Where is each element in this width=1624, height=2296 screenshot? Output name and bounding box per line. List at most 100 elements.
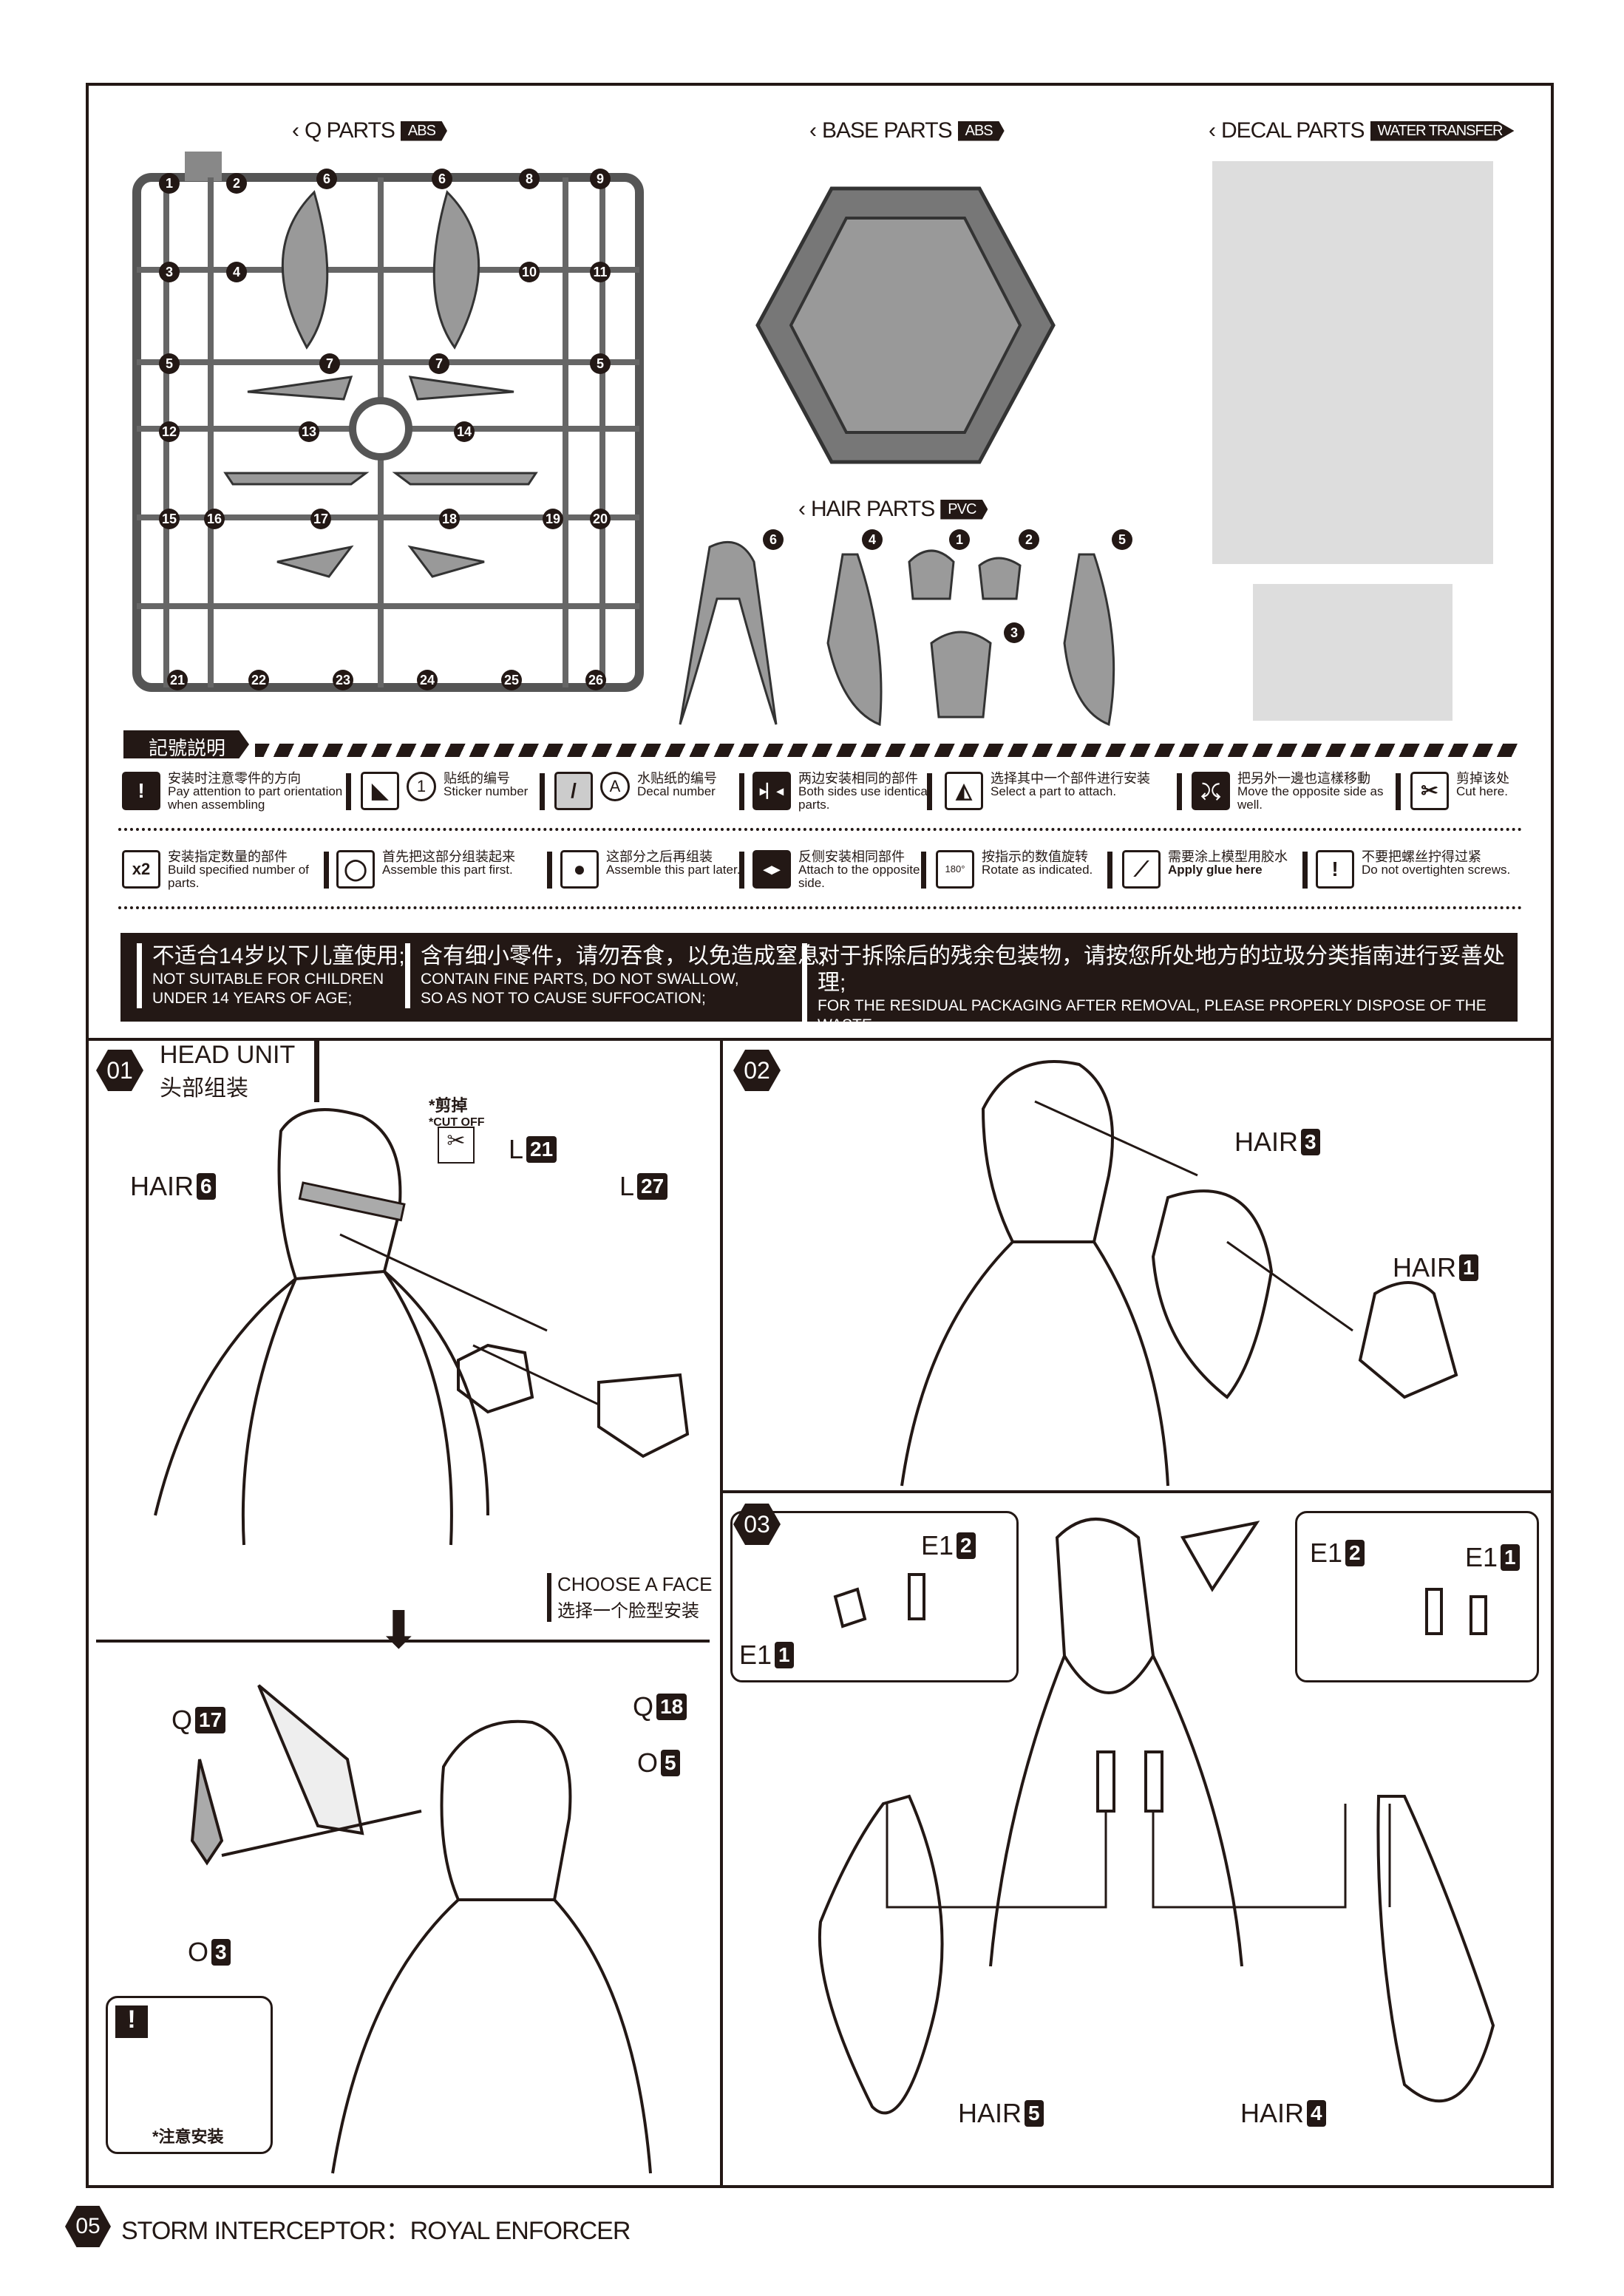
label-number: 3	[211, 1939, 231, 1966]
orientation-note-box: ! *注意安装	[106, 1996, 273, 2154]
legend-zh: 首先把这部分组装起来	[382, 849, 515, 864]
label-prefix: HAIR	[958, 2098, 1022, 2128]
label-number: 18	[656, 1694, 687, 1720]
warning-en: SO AS NOT TO CAUSE SUFFOCATION;	[421, 990, 706, 1007]
sprue-number: 18	[439, 509, 460, 529]
face-ears-illustration	[190, 1684, 652, 2174]
legend-en: Assemble this part first.	[382, 863, 513, 877]
sprue-number: 20	[590, 509, 611, 529]
sprue-number: 7	[319, 353, 340, 374]
label-number: 21	[526, 1136, 557, 1163]
label-prefix: Q	[171, 1705, 193, 1735]
label-number: 27	[637, 1173, 668, 1200]
sprue-number: 4	[226, 262, 247, 282]
label-number: 2	[1345, 1540, 1365, 1566]
sprue-number: 24	[417, 670, 438, 690]
divider	[1302, 852, 1308, 889]
glue-icon: ⟋	[1122, 850, 1161, 889]
select-part-icon: ◭	[945, 772, 983, 810]
divider	[720, 1038, 723, 2188]
warning-en: NOT SUITABLE FOR CHILDREN	[152, 971, 384, 988]
move-opposite-icon: ⤸⤹	[1192, 772, 1230, 810]
right-joint-detail-box	[1295, 1511, 1539, 1682]
step-title-en: HEAD UNIT	[160, 1041, 296, 1069]
legend-zh: 剪掉该处	[1456, 771, 1509, 786]
decal-parts-material: WATER TRANSFER	[1370, 120, 1515, 141]
hair-part-number: 5	[1112, 529, 1132, 550]
assemble-later-icon: ●	[560, 850, 599, 889]
legend-en: Decal number	[637, 784, 716, 798]
cut-off-note: *剪掉*CUT OFF	[429, 1093, 485, 1130]
hair-parts-title: HAIR PARTS	[811, 497, 935, 521]
divider	[547, 852, 552, 889]
legend-zh: 按指示的数值旋转	[982, 849, 1088, 864]
decal-sheet-large	[1212, 161, 1493, 564]
choose-en: CHOOSE A FACE	[557, 1573, 713, 1595]
rotate-icon: 180°	[936, 850, 974, 889]
hair-part-number: 4	[862, 529, 883, 550]
label-prefix: E1	[1310, 1538, 1343, 1568]
sprue-number: 25	[501, 670, 522, 690]
left-joint-detail-box	[730, 1511, 1019, 1682]
sprue-number: 15	[159, 509, 180, 529]
sprue-number: 21	[167, 670, 188, 690]
warning-swallow: 含有细小零件，请勿吞食，以免造成窒息;CONTAIN FINE PARTS, D…	[405, 943, 826, 1008]
dotted-divider	[118, 828, 1523, 831]
sprue-number: 8	[519, 169, 540, 189]
hair-parts-illustration	[679, 540, 1115, 727]
twin-tail-assembly-illustration	[818, 1518, 1495, 2115]
sprue-number: 16	[204, 509, 225, 529]
divider	[324, 852, 329, 889]
divider	[96, 1640, 710, 1643]
orientation-note-text: *注意安装	[152, 2127, 224, 2146]
warning-en: UNDER 14 YEARS OF AGE;	[152, 990, 353, 1007]
page-frame	[86, 83, 1554, 2188]
legend-zh: 贴纸的编号	[444, 771, 510, 786]
cut-icon: ✂	[1410, 772, 1449, 810]
step-number: 01	[96, 1050, 143, 1091]
down-arrow-icon: ⬇	[377, 1601, 421, 1659]
hair-bangs-illustration	[900, 1060, 1458, 1487]
divider	[921, 852, 926, 889]
legend-en: Both sides use identical parts.	[798, 784, 931, 812]
base-parts-material: ABS	[957, 120, 1005, 141]
legend-zh: 安装指定数量的部件	[168, 849, 288, 864]
opposite-side-icon: ◂▸	[752, 850, 791, 889]
label-number: 4	[1307, 2100, 1326, 2127]
sprue-number: 5	[590, 353, 611, 374]
warning-en: FOR THE RESIDUAL PACKAGING AFTER REMOVAL…	[818, 997, 1487, 1033]
legend-title: 記號説明	[123, 730, 249, 758]
warning-zh: 含有细小零件，请勿吞食，以免造成窒息;	[421, 944, 826, 968]
sprue-number: 9	[590, 169, 611, 189]
hair-part-number: 6	[763, 529, 784, 550]
legend-zh: 反侧安装相同部件	[798, 849, 905, 864]
sprue-number: 26	[585, 670, 606, 690]
label-prefix: HAIR	[1393, 1252, 1457, 1283]
divider	[721, 1490, 1554, 1493]
assemble-first-icon: ◯	[336, 850, 375, 889]
